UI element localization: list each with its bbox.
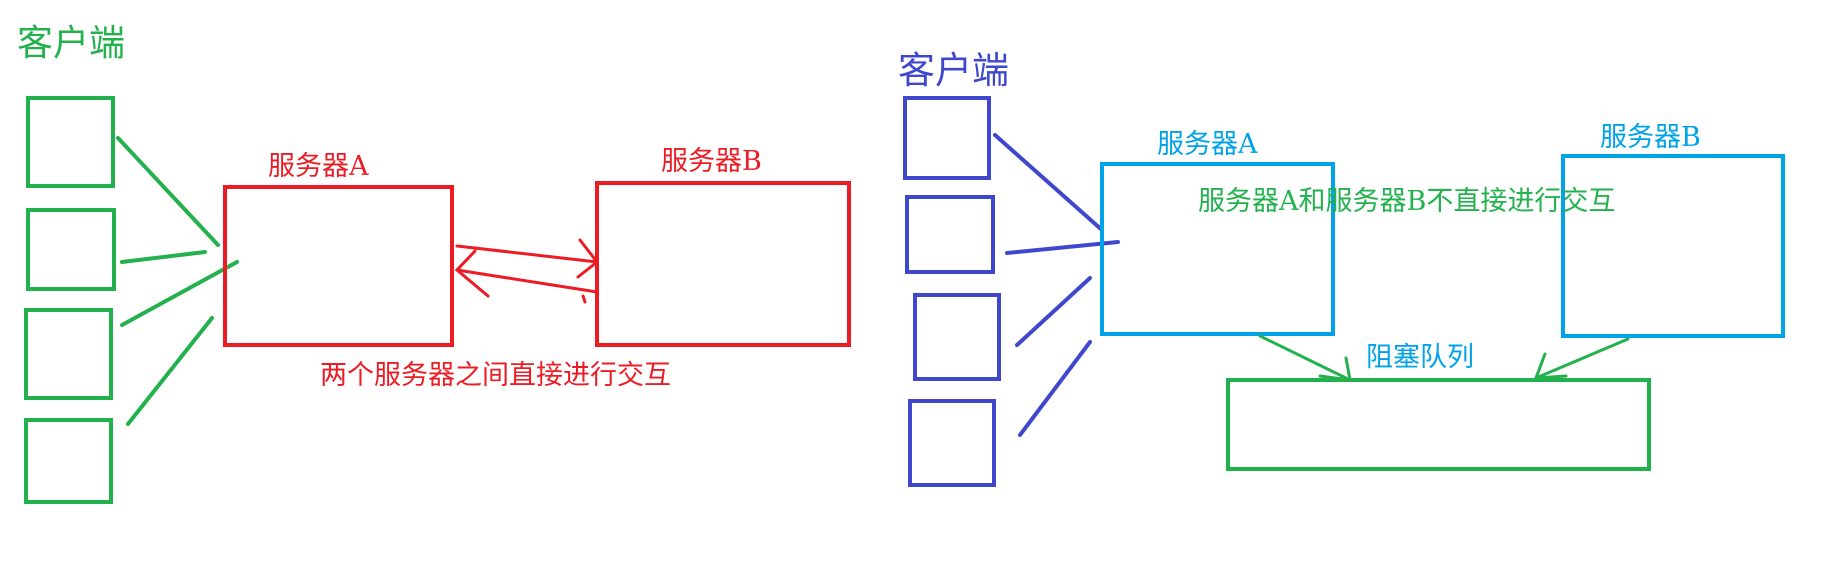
left-client-box-1 (26, 96, 115, 188)
left-connection-line-1 (116, 136, 220, 247)
left-connection-line-3 (120, 260, 239, 327)
arrow-server-a-to-queue-head (1318, 356, 1352, 382)
right-client-box-3 (913, 293, 1001, 381)
left-client-box-4 (24, 418, 113, 504)
left-client-box-3 (24, 308, 113, 400)
arrow-server-b-to-queue (1534, 337, 1630, 380)
right-server-b-box (1561, 154, 1785, 338)
right-server-a-label: 服务器A (1157, 129, 1258, 160)
left-caption: 两个服务器之间直接进行交互 (320, 360, 671, 391)
right-server-b-label: 服务器B (1600, 122, 1701, 153)
right-client-box-1 (903, 96, 991, 180)
arrow-tick (581, 294, 587, 304)
arrow-b-to-a-shaft (455, 268, 599, 294)
right-caption: 服务器A和服务器B不直接进行交互 (1198, 186, 1616, 217)
left-server-a-box (223, 185, 454, 347)
arrow-a-to-b-shaft (455, 244, 599, 264)
left-client-connections (116, 136, 239, 426)
right-clients-label: 客户端 (898, 49, 1009, 92)
arrow-b-to-a-head (454, 249, 490, 298)
right-client-box-4 (908, 399, 996, 487)
left-clients-label: 客户端 (17, 23, 126, 64)
right-client-boxes (903, 96, 1001, 487)
left-diagram (24, 96, 851, 504)
left-server-arrows (454, 238, 600, 304)
arrow-server-a-to-queue (1258, 334, 1352, 382)
arrow-a-to-b-head (576, 238, 600, 279)
right-server-a-box (1100, 162, 1335, 336)
right-connection-line-4 (1018, 340, 1092, 437)
right-diagram (903, 96, 1785, 487)
blocking-queue-box (1226, 378, 1651, 471)
right-client-box-2 (905, 195, 995, 274)
queue-label: 阻塞队列 (1366, 342, 1474, 373)
right-connection-line-2 (1005, 240, 1120, 255)
queue-arrows (1258, 334, 1630, 382)
left-connection-line-2 (120, 250, 207, 264)
left-connection-line-4 (126, 316, 214, 426)
right-connection-line-1 (993, 133, 1104, 232)
left-server-b-box (595, 181, 851, 347)
left-server-b-label: 服务器B (661, 146, 762, 177)
left-server-a-label: 服务器A (268, 151, 369, 182)
right-connection-line-3 (1015, 276, 1092, 347)
left-client-box-2 (26, 208, 116, 291)
right-client-connections (993, 133, 1120, 437)
left-client-boxes (24, 96, 116, 504)
arrow-server-b-to-queue-head (1533, 352, 1568, 380)
